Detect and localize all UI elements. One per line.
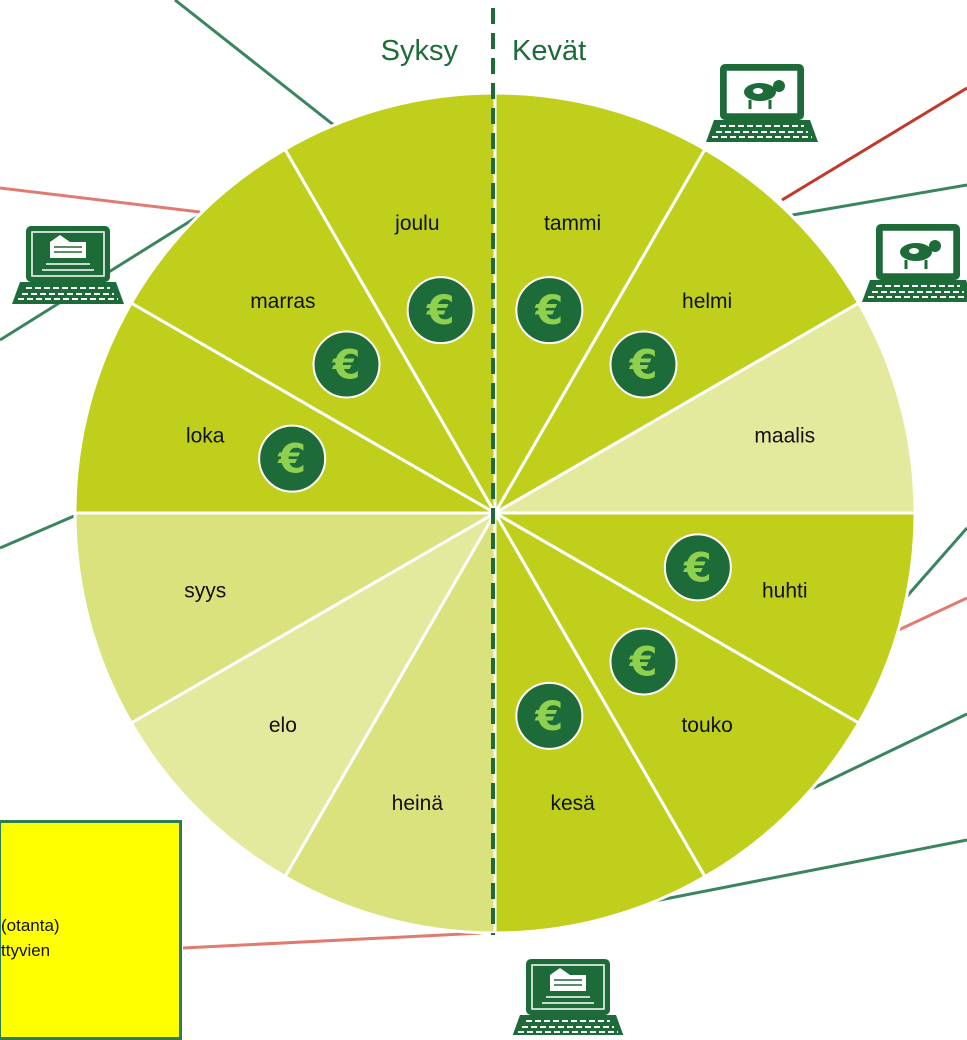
month-segment-tammi	[493, 91, 708, 519]
month-label-tammi: tammi	[544, 212, 601, 235]
svg-text:€: €	[534, 288, 563, 334]
euro-badges: € € € € € € € €	[258, 276, 732, 750]
month-label-huhti: huhti	[762, 580, 808, 603]
svg-text:€: €	[629, 343, 658, 389]
euro-icon-marras: €	[312, 330, 381, 399]
month-label-maalis: maalis	[754, 424, 815, 447]
month-segment-maalis	[489, 300, 917, 515]
laptop-farm-icon-2	[511, 958, 625, 1035]
laptop-cow-icon-2	[860, 222, 967, 304]
month-label-elo: elo	[269, 714, 297, 737]
month-segment-syys	[73, 511, 501, 726]
svg-text:€: €	[683, 545, 712, 591]
leader-line-marras-salmon	[0, 186, 201, 214]
euro-icon-tammi: €	[515, 276, 584, 345]
euro-icon-loka: €	[258, 424, 327, 493]
euro-icon-helmi: €	[609, 330, 678, 399]
month-labels: tammi helmi maalis huhti touko kesä heinä elo sy…	[184, 212, 815, 815]
leader-line-joulu	[174, 0, 341, 132]
season-label-spring: Kevät	[512, 35, 586, 67]
season-label-autumn: Syksy	[381, 35, 459, 67]
svg-text:€: €	[629, 639, 658, 685]
month-label-kesa: kesä	[550, 792, 595, 815]
svg-text:€: €	[332, 343, 361, 389]
month-label-joulu: joulu	[394, 212, 439, 235]
leader-line-helmi-red	[781, 86, 967, 202]
month-segment-touko	[490, 508, 861, 879]
month-wheel	[73, 91, 917, 935]
svg-text:€: €	[534, 694, 563, 740]
month-segment-huhti	[489, 511, 917, 726]
leader-line-loka	[0, 508, 89, 550]
euro-icon-joulu: €	[406, 276, 475, 345]
month-segment-helmi	[490, 147, 861, 518]
month-segment-elo	[129, 508, 500, 879]
svg-text:€: €	[426, 288, 455, 334]
month-label-marras: marras	[250, 290, 315, 313]
month-segment-loka	[73, 300, 501, 515]
euro-icon-kesa: €	[515, 681, 584, 750]
month-label-heina: heinä	[392, 792, 444, 815]
euro-icon-huhti: €	[663, 533, 732, 602]
month-label-loka: loka	[186, 424, 225, 447]
month-label-touko: touko	[681, 714, 732, 737]
euro-icon-touko: €	[609, 627, 678, 696]
month-segment-kesa	[493, 507, 708, 935]
laptop-farm-icon	[11, 225, 125, 305]
leader-line-huhti-salmon	[889, 596, 967, 636]
svg-text:€: €	[277, 437, 306, 483]
month-segment-joulu	[282, 91, 497, 519]
month-segment-heina	[282, 507, 497, 935]
note-box: (otanta) ttyvien	[0, 820, 182, 1040]
month-segment-marras	[129, 147, 500, 518]
laptop-cow-icon	[704, 62, 820, 144]
note-line-2: ttyvien	[1, 941, 51, 960]
month-label-syys: syys	[184, 580, 226, 603]
month-label-helmi: helmi	[682, 290, 732, 313]
note-line-1: (otanta)	[1, 916, 60, 935]
leader-line-note	[182, 931, 483, 950]
